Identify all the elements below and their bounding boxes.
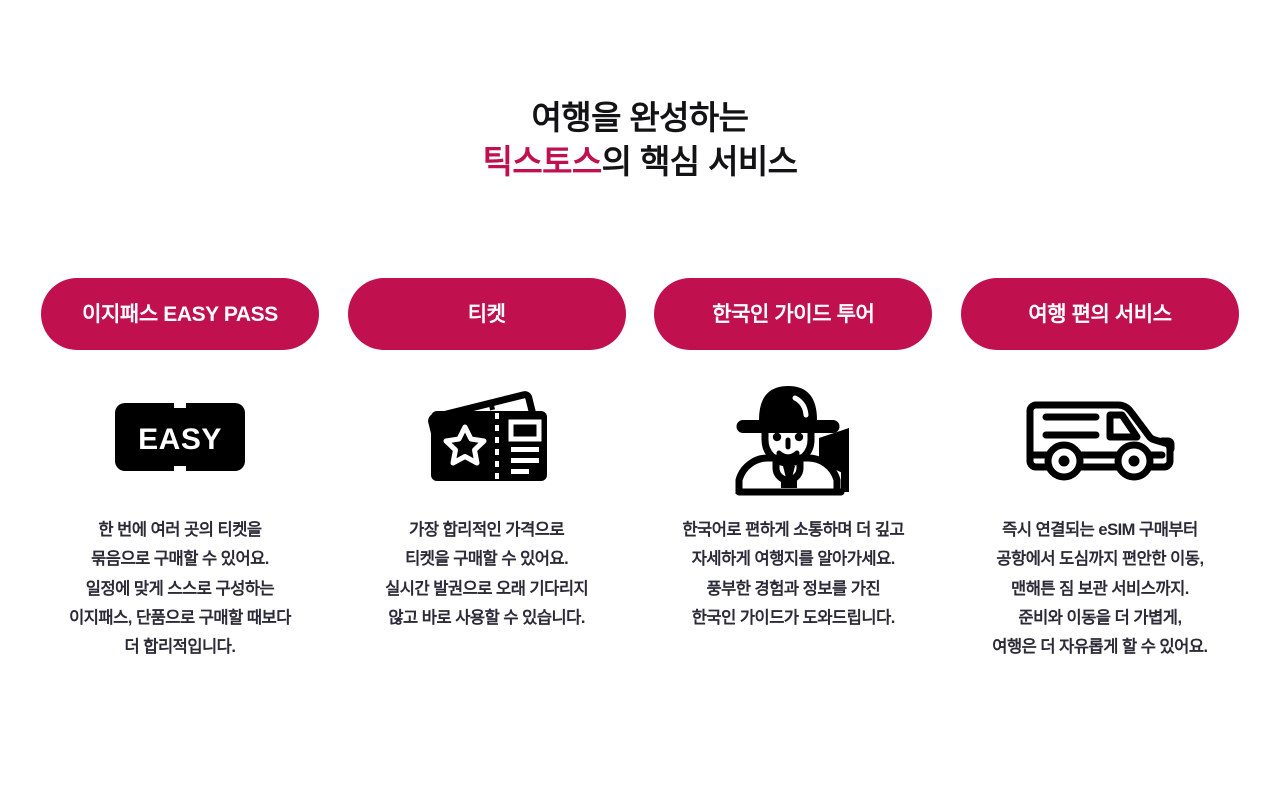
- brand-name: 틱스토스: [482, 142, 603, 180]
- description-line: 한국어로 편하게 소통하며 더 깊고: [682, 521, 905, 539]
- easy-pass-badge-icon: EASY: [115, 372, 245, 502]
- page-title-line-2: 틱스토스의 핵심 서비스: [0, 140, 1280, 184]
- description-line: 자세하게 여행지를 알아가세요.: [691, 550, 896, 569]
- service-pill-label: 여행 편의 서비스: [1028, 302, 1172, 326]
- service-column-easy-pass: 이지패스 EASY PASS EASY 한 번에 여러 곳의 티켓을 묶음으로 …: [40, 278, 320, 663]
- description-line: 이지패스, 단품으로 구매할 때보다: [69, 609, 291, 628]
- tickets-icon: [423, 372, 551, 502]
- service-pill-ticket[interactable]: 티켓: [347, 278, 626, 350]
- description-line: 한 번에 여러 곳의 티켓을: [98, 521, 262, 539]
- service-description-travel-convenience: 즉시 연결되는 eSIM 구매부터 공항에서 도심까지 편안한 이동, 맨해튼 …: [992, 516, 1208, 663]
- service-column-travel-convenience: 여행 편의 서비스: [960, 278, 1240, 663]
- van-icon: [1022, 372, 1178, 502]
- tour-guide-icon: [733, 372, 853, 502]
- service-pill-travel-convenience[interactable]: 여행 편의 서비스: [960, 278, 1239, 350]
- service-pill-easy-pass[interactable]: 이지패스 EASY PASS: [41, 278, 319, 350]
- page-title-line-1: 여행을 완성하는: [531, 99, 749, 136]
- service-column-guide-tour: 한국인 가이드 투어: [653, 278, 933, 633]
- description-line: 실시간 발권으로 오래 기다리지: [385, 579, 589, 598]
- page-title: 여행을 완성하는 틱스토스의 핵심 서비스: [0, 96, 1280, 183]
- service-column-ticket: 티켓: [347, 278, 627, 633]
- service-pill-label: 티켓: [467, 302, 506, 326]
- description-line: 일정에 맞게 스스로 구성하는: [85, 579, 275, 598]
- description-line: 묶음으로 구매할 수 있어요.: [91, 550, 269, 569]
- description-line: 않고 바로 사용할 수 있습니다.: [388, 609, 585, 628]
- service-columns: 이지패스 EASY PASS EASY 한 번에 여러 곳의 티켓을 묶음으로 …: [40, 278, 1240, 663]
- description-line: 더 합리적입니다.: [124, 638, 236, 657]
- service-pill-label: 이지패스 EASY PASS: [82, 302, 278, 326]
- service-description-guide-tour: 한국어로 편하게 소통하며 더 깊고 자세하게 여행지를 알아가세요. 풍부한 …: [682, 516, 904, 633]
- description-line: 여행은 더 자유롭게 할 수 있어요.: [992, 638, 1208, 657]
- description-line: 티켓을 구매할 수 있어요.: [405, 550, 569, 569]
- description-line: 맨해튼 짐 보관 서비스까지.: [1011, 579, 1189, 598]
- description-line: 공항에서 도심까지 편안한 이동,: [996, 550, 1204, 569]
- service-description-easy-pass: 한 번에 여러 곳의 티켓을 묶음으로 구매할 수 있어요. 일정에 맞게 스스…: [69, 516, 291, 663]
- service-pill-guide-tour[interactable]: 한국인 가이드 투어: [654, 278, 933, 350]
- service-description-ticket: 가장 합리적인 가격으로 티켓을 구매할 수 있어요. 실시간 발권으로 오래 …: [385, 516, 589, 633]
- svg-text:EASY: EASY: [138, 423, 222, 456]
- description-line: 가장 합리적인 가격으로: [409, 521, 565, 539]
- description-line: 즉시 연결되는 eSIM 구매부터: [1002, 521, 1198, 539]
- description-line: 풍부한 경험과 정보를 가진: [706, 579, 881, 598]
- service-pill-label: 한국인 가이드 투어: [712, 302, 875, 326]
- page-title-line-2-rest: 의 핵심 서비스: [601, 142, 798, 180]
- description-line: 준비와 이동을 더 가볍게,: [1018, 609, 1182, 628]
- description-line: 한국인 가이드가 도와드립니다.: [691, 609, 896, 628]
